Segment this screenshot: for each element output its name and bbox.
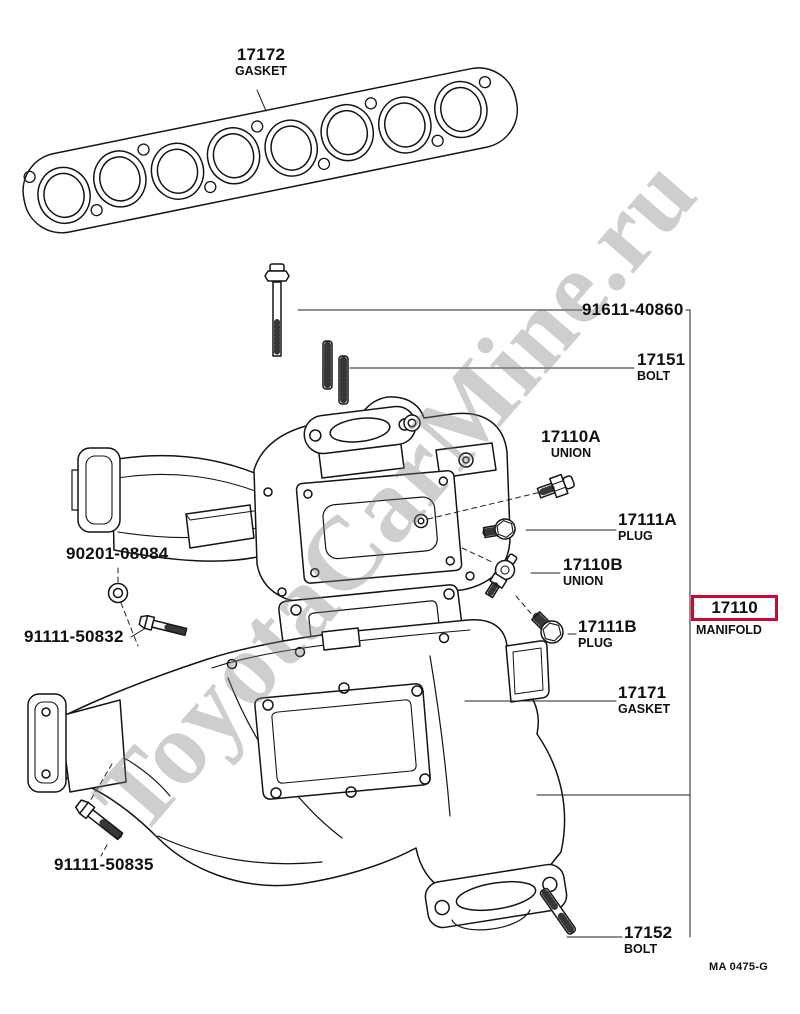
leader-lines (130, 89, 691, 938)
part-callout-17111b[interactable]: 17111B PLUG (578, 617, 637, 651)
part-name: BOLT (624, 942, 658, 957)
part-callout-17152[interactable]: 17152 BOLT (624, 923, 673, 957)
part-callout-17110b[interactable]: 17110B UNION (563, 555, 623, 589)
part-code: 17110B (563, 555, 623, 574)
part-name: GASKET (234, 64, 288, 79)
selected-part-box[interactable]: 17110 (691, 595, 778, 621)
part-code: 17172 (236, 45, 286, 64)
part-callout-91611-40860[interactable]: 91611-40860 (582, 300, 684, 319)
part-callout-91111-50835[interactable]: 91111-50835 (54, 855, 154, 874)
part-code: 17111A (618, 510, 677, 529)
intake-manifold-drawing (71, 396, 511, 604)
bolt-91111-50835-drawing (74, 799, 124, 841)
part-code: 90201-08084 (66, 544, 169, 563)
plug-17111a-drawing (482, 518, 516, 540)
part-name: UNION (550, 446, 592, 461)
part-name: PLUG (578, 636, 613, 651)
part-code: 17110A (541, 427, 601, 446)
part-callout-17110a[interactable]: 17110A UNION (541, 427, 601, 461)
part-name: GASKET (618, 702, 671, 717)
part-name: MANIFOLD (696, 623, 762, 637)
selected-part-name: MANIFOLD (696, 623, 762, 638)
plug-17111b-drawing (531, 611, 564, 644)
part-code: 17152 (624, 923, 673, 942)
stud-17152-drawing (539, 887, 577, 935)
part-name: PLUG (618, 529, 653, 544)
part-callout-90201-08084[interactable]: 90201-08084 (66, 544, 169, 563)
part-callout-17111a[interactable]: 17111A PLUG (618, 510, 677, 544)
bolt-91111-50832-drawing (138, 614, 188, 637)
part-code: 91611-40860 (582, 300, 684, 319)
dashed-leader-lines (89, 491, 542, 857)
bolt-91611-drawing (264, 263, 290, 357)
part-callout-91111-50832[interactable]: 91111-50832 (24, 627, 124, 646)
part-code: 91111-50832 (24, 627, 124, 646)
union-17110b-drawing (484, 553, 518, 599)
part-name: BOLT (637, 369, 671, 384)
part-name: UNION (563, 574, 604, 589)
union-17110a-drawing (536, 473, 575, 499)
washer-90201-drawing (107, 582, 129, 604)
part-code: 17171 (618, 683, 667, 702)
drawing-number: MA 0475-G (709, 961, 769, 973)
part-callout-17171[interactable]: 17171 GASKET (618, 683, 671, 717)
studs-17151-drawing (322, 340, 349, 405)
gasket-17172-drawing (22, 67, 519, 234)
part-code: 17110 (711, 598, 758, 617)
part-callout-17172[interactable]: 17172 GASKET (234, 45, 288, 79)
part-code: 17111B (578, 617, 637, 636)
part-callout-17151[interactable]: 17151 BOLT (637, 350, 686, 384)
exhaust-manifold-drawing (27, 619, 568, 931)
part-code: 91111-50835 (54, 855, 154, 874)
part-code: 17151 (637, 350, 686, 369)
